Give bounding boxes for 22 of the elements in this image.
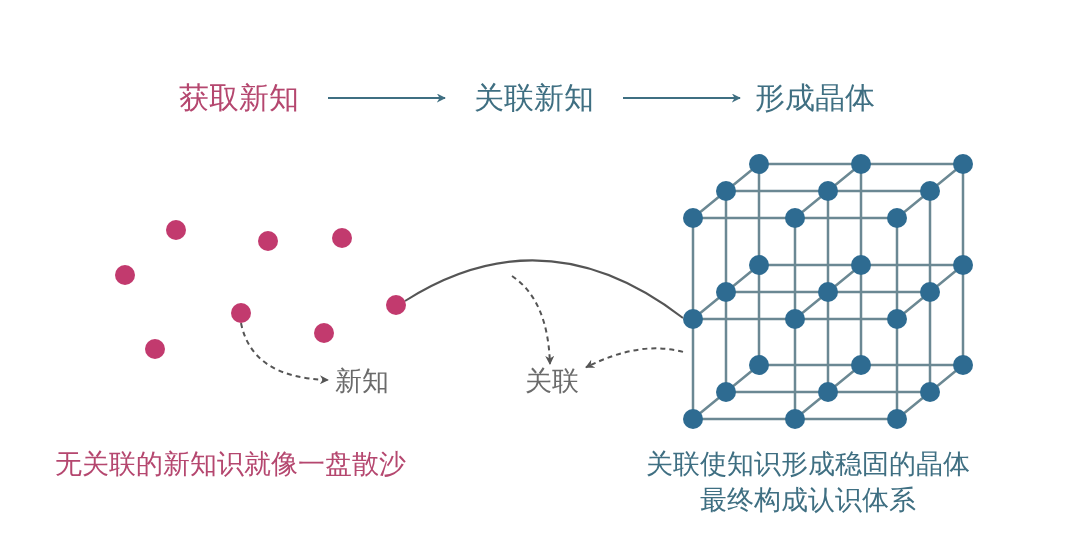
arrow	[622, 93, 741, 103]
arrow	[511, 275, 554, 365]
step-label: 获取新知	[150, 78, 328, 118]
dot	[145, 339, 165, 359]
lattice-drawing	[683, 154, 973, 430]
dot	[115, 265, 135, 285]
arrow	[585, 347, 684, 369]
annotation-label: 新知	[328, 364, 396, 398]
step-label: 形成晶体	[740, 78, 890, 118]
dot	[332, 228, 352, 248]
annotation-label: 关联	[518, 364, 586, 398]
dot	[166, 220, 186, 240]
arrow	[240, 322, 329, 384]
caption: 无关联的新知识就像一盘散沙	[55, 447, 407, 481]
connector-line	[404, 259, 684, 319]
dot	[386, 295, 406, 315]
node-label: 关联使知识形成稳固的晶体最终构成认识体系	[645, 447, 971, 517]
dot	[314, 323, 334, 343]
step-label: 关联新知	[445, 78, 623, 118]
dot	[258, 231, 278, 251]
dot	[231, 303, 251, 323]
arrow	[327, 93, 446, 103]
